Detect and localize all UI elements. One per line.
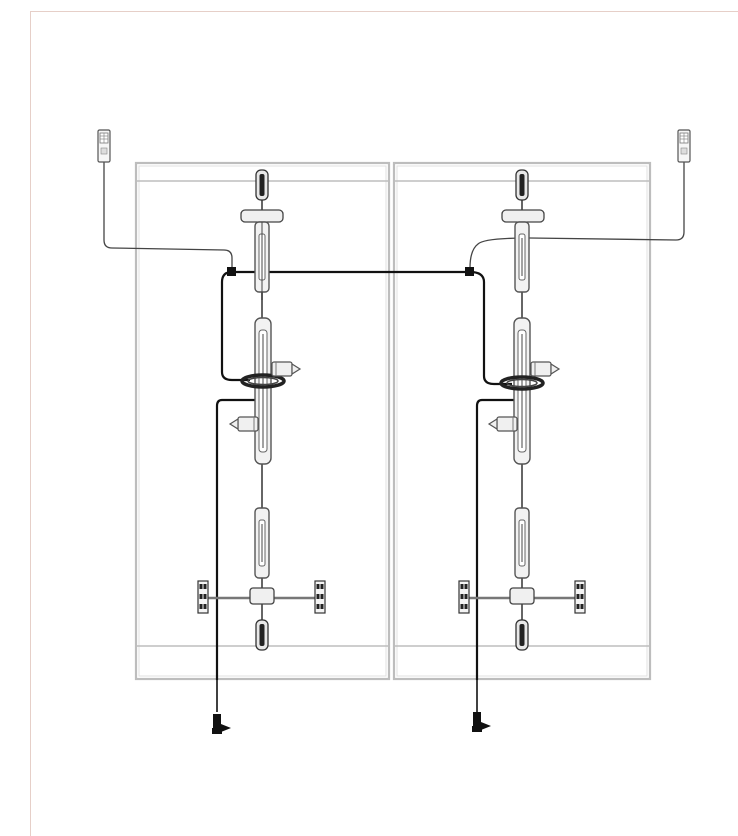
right-top-handle (501, 209, 545, 223)
right-wiring (469, 162, 685, 712)
right-remote-receiver-icon (677, 129, 691, 163)
left-coil-ring-icon (240, 373, 286, 389)
right-coil-ring-icon (499, 375, 545, 391)
left-lock-block-icon-a (197, 580, 209, 614)
right-power-plug-icon (472, 712, 491, 732)
left-junction-box (227, 267, 236, 276)
left-lock-mechanism (197, 169, 326, 651)
right-lock-block-icon-b (574, 580, 586, 614)
left-wiring (103, 162, 470, 712)
left-remote-receiver-icon (97, 129, 111, 163)
left-power-plug-icon (212, 714, 231, 734)
right-top-bolt (515, 169, 529, 201)
left-lower-guide (254, 507, 270, 579)
right-lower-guide (514, 507, 530, 579)
left-bottom-handle (249, 587, 275, 605)
left-top-handle (240, 209, 284, 223)
right-bottom-handle (509, 587, 535, 605)
document-frame (30, 11, 738, 836)
left-lock-block-icon-b (314, 580, 326, 614)
right-junction-box (465, 267, 474, 276)
right-bottom-bolt (515, 619, 529, 651)
left-top-bolt (255, 169, 269, 201)
right-lock-block-icon-a (458, 580, 470, 614)
right-lock-mechanism (458, 169, 586, 651)
left-bottom-bolt (255, 619, 269, 651)
right-upper-guide (514, 221, 530, 293)
